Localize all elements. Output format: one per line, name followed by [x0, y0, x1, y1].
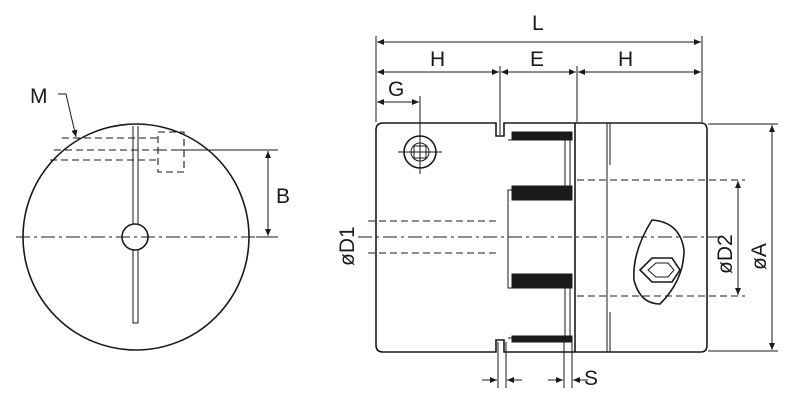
- label-g: G: [388, 78, 404, 101]
- clamp-screw-head: [638, 257, 681, 283]
- clamp-screw-boss: [633, 219, 685, 305]
- screw-hidden-head: [157, 131, 185, 173]
- label-b: B: [276, 185, 290, 208]
- spider-segment-lower: [511, 273, 573, 289]
- label-d1: øD1: [336, 226, 359, 266]
- end-view: B M: [16, 85, 290, 351]
- label-d2: øD2: [714, 234, 737, 274]
- label-s: S: [584, 367, 598, 390]
- m-leader: [58, 93, 78, 138]
- clamp-slot-upper: [132, 126, 139, 224]
- set-screw-hex: [413, 145, 427, 159]
- label-l: L: [532, 12, 544, 35]
- right-hub-outline: [575, 122, 708, 353]
- label-a: øA: [748, 243, 771, 270]
- clamp-screw-hex: [647, 262, 675, 278]
- side-view: L H E H G øD1 øD2 øA S: [336, 12, 778, 390]
- spider-segment-upper: [511, 185, 573, 201]
- label-h-left: H: [430, 48, 445, 71]
- label-e: E: [530, 48, 544, 71]
- label-h-right: H: [618, 48, 633, 71]
- jaw-profile: [507, 139, 566, 339]
- bore-circle: [121, 223, 149, 251]
- spider-segment-top: [511, 131, 573, 141]
- label-m: M: [30, 85, 48, 108]
- clamp-slot-lower: [132, 250, 139, 324]
- spider-segment-bottom: [511, 335, 573, 343]
